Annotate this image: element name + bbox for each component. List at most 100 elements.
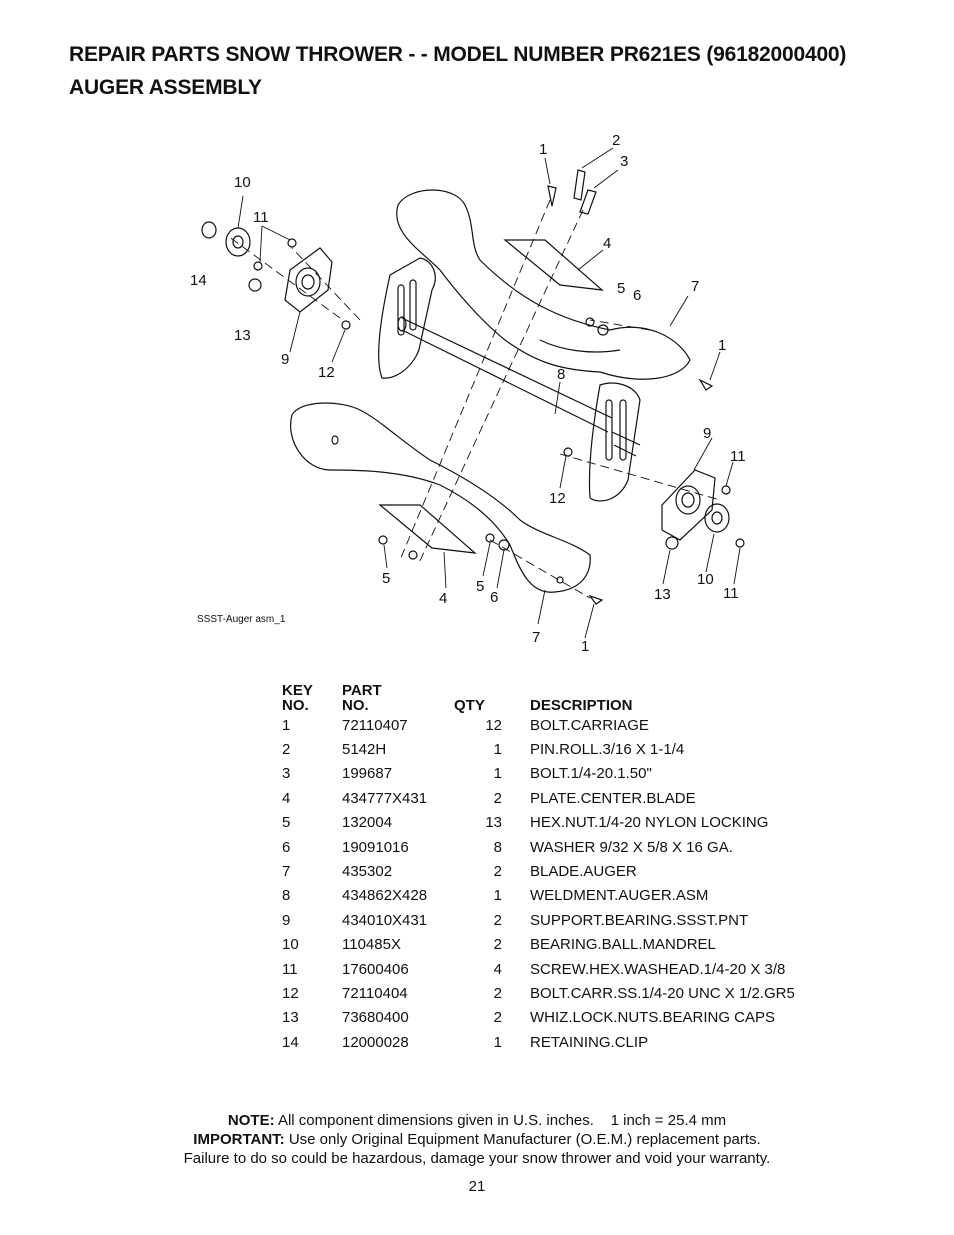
callout: 4 <box>603 235 611 252</box>
callout: 13 <box>654 586 671 603</box>
cell-part-no: 72110404 <box>342 984 408 1002</box>
retaining-clip <box>201 221 217 239</box>
cell-description: SUPPORT.BEARING.SSST.PNT <box>530 911 749 929</box>
title-line-2: AUGER ASSEMBLY <box>69 76 262 99</box>
callout: 11 <box>723 585 739 602</box>
callout: 6 <box>490 589 498 606</box>
cell-key-no: 7 <box>282 863 291 881</box>
cell-description: HEX.NUT.1/4-20 NYLON LOCKING <box>530 814 769 832</box>
header-qty: QTY <box>454 697 485 714</box>
cell-qty: 8 <box>493 838 502 856</box>
callout: 14 <box>190 272 207 289</box>
cell-qty: 1 <box>493 765 502 783</box>
cell-qty: 13 <box>485 814 502 832</box>
callout: 3 <box>620 153 628 170</box>
callout: 1 <box>581 638 589 655</box>
title-line-1: REPAIR PARTS SNOW THROWER - - MODEL NUMB… <box>69 43 847 66</box>
cell-part-no: 72110407 <box>342 716 408 734</box>
cell-key-no: 12 <box>282 984 299 1002</box>
callout: 13 <box>234 327 251 344</box>
cell-description: BOLT.1/4-20.1.50" <box>530 765 652 783</box>
important-text: Use only Original Equipment Manufacturer… <box>288 1131 761 1148</box>
callout: 5 <box>617 280 625 297</box>
cell-description: WELDMENT.AUGER.ASM <box>530 887 709 905</box>
header-key-no: KEY NO. <box>282 682 313 714</box>
cell-qty: 12 <box>485 716 502 734</box>
note-text: All component dimensions given in U.S. i… <box>277 1112 727 1129</box>
cell-description: BLADE.AUGER <box>530 863 637 881</box>
callout: 4 <box>439 590 447 607</box>
cell-qty: 1 <box>493 887 502 905</box>
cell-description: BEARING.BALL.MANDREL <box>530 936 716 954</box>
cell-key-no: 1 <box>282 716 291 734</box>
cell-qty: 2 <box>493 863 502 881</box>
left-ball-bearing <box>225 227 251 257</box>
callout: 6 <box>633 287 641 304</box>
leader-lines <box>237 147 741 639</box>
lower-auger-blade <box>290 402 591 593</box>
cell-qty: 4 <box>493 960 502 978</box>
cell-key-no: 5 <box>282 814 291 832</box>
parts-table: KEY NO. PART NO. QTY DESCRIPTION 1 721104… <box>276 681 830 1054</box>
cell-key-no: 6 <box>282 838 291 856</box>
cell-key-no: 3 <box>282 765 291 783</box>
callout: 1 <box>718 337 726 354</box>
callout: 5 <box>382 570 390 587</box>
cell-key-no: 2 <box>282 741 291 759</box>
center-plate-top <box>503 239 604 291</box>
cell-qty: 2 <box>493 936 502 954</box>
cell-description: PIN.ROLL.3/16 X 1-1/4 <box>530 741 685 759</box>
callout: 10 <box>234 174 251 191</box>
cell-description: SCREW.HEX.WASHEAD.1/4-20 X 3/8 <box>530 960 786 978</box>
header-description: DESCRIPTION <box>530 697 633 714</box>
upper-auger-blade <box>396 189 691 380</box>
cell-key-no: 4 <box>282 789 291 807</box>
callout: 2 <box>612 132 620 149</box>
cell-description: BOLT.CARR.SS.1/4-20 UNC X 1/2.GR5 <box>530 984 795 1002</box>
page-title: REPAIR PARTS SNOW THROWER - - MODEL NUMB… <box>69 38 929 104</box>
callout: 9 <box>281 351 289 368</box>
cell-part-no: 73680400 <box>342 1009 409 1027</box>
cell-part-no: 434010X431 <box>342 911 428 929</box>
page-number: 21 <box>468 1178 486 1195</box>
callout: 10 <box>697 571 714 588</box>
cell-part-no: 132004 <box>342 814 393 832</box>
important-line: IMPORTANT: Use only Original Equipment M… <box>0 1130 954 1149</box>
cell-part-no: 434862X428 <box>342 887 428 905</box>
cell-part-no: 12000028 <box>342 1033 409 1051</box>
cell-qty: 2 <box>493 911 502 929</box>
callout: 12 <box>549 490 566 507</box>
note-line: NOTE: All component dimensions given in … <box>0 1111 954 1130</box>
parts-table-header: KEY NO. PART NO. QTY DESCRIPTION <box>276 681 830 713</box>
note-label: NOTE: <box>227 1112 275 1129</box>
cell-qty: 2 <box>493 1009 502 1027</box>
auger-assembly-diagram: 1 2 3 10 11 4 14 5 6 7 13 1 9 12 8 9 11 … <box>190 132 746 655</box>
header-part-no: PART NO. <box>342 682 382 714</box>
cell-key-no: 11 <box>282 960 298 978</box>
callout: 11 <box>253 209 269 226</box>
notes-block: NOTE: All component dimensions given in … <box>0 1111 954 1168</box>
cell-key-no: 8 <box>282 887 291 905</box>
callout: 1 <box>539 141 547 158</box>
callout: 9 <box>703 425 711 442</box>
cell-description: WASHER 9/32 X 5/8 X 16 GA. <box>530 838 733 856</box>
cell-key-no: 14 <box>282 1033 299 1051</box>
cell-part-no: 434777X431 <box>342 789 428 807</box>
cell-description: WHIZ.LOCK.NUTS.BEARING CAPS <box>530 1009 776 1027</box>
cell-qty: 1 <box>493 1033 502 1051</box>
warning-line: Failure to do so could be hazardous, dam… <box>183 1150 771 1167</box>
cell-part-no: 199687 <box>342 765 393 783</box>
cell-part-no: 5142H <box>342 741 387 759</box>
right-mount-plate <box>588 382 641 502</box>
center-plate-bottom <box>378 504 477 554</box>
